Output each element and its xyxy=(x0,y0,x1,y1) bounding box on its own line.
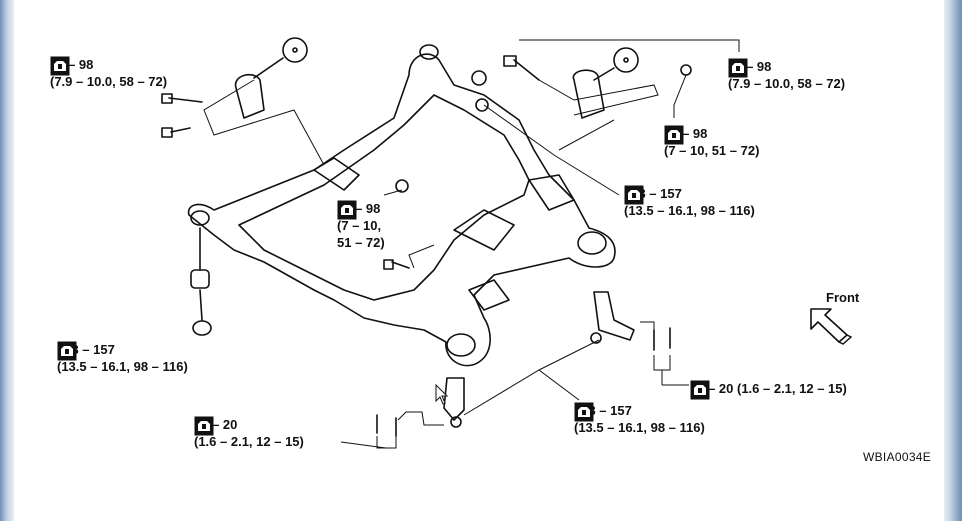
leader-c7 xyxy=(653,355,671,371)
torque-callout-c8: 133 – 157(13.5 – 16.1, 98 – 116) xyxy=(574,402,705,436)
torque-wrench-icon xyxy=(50,56,70,76)
callout-c4-detail: (13.5 – 16.1, 98 – 116) xyxy=(624,203,755,218)
torque-wrench-icon xyxy=(337,200,357,220)
leader-c9 xyxy=(376,436,397,449)
torque-callout-c6: 133 – 157(13.5 – 16.1, 98 – 116) xyxy=(57,341,188,375)
bushing-upper xyxy=(190,269,210,289)
callout-c6-detail: (13.5 – 16.1, 98 – 116) xyxy=(57,359,188,374)
torque-callout-c2: 78 – 98(7.9 – 10.0, 58 – 72) xyxy=(728,58,845,92)
torque-callout-c5: 69 – 98(7 – 10,51 – 72) xyxy=(337,200,385,251)
torque-wrench-icon xyxy=(728,58,748,78)
callout-c5-detail: (7 – 10, xyxy=(337,218,382,233)
callout-c1-detail: (7.9 – 10.0, 58 – 72) xyxy=(50,74,168,89)
leader-c1 xyxy=(203,79,325,166)
diagram-canvas: 78 – 98(7.9 – 10.0, 58 – 72) 78 – 98(7.9… xyxy=(14,0,944,521)
torque-wrench-icon xyxy=(574,402,594,422)
engine-mount-left xyxy=(234,73,265,119)
torque-callout-c3: 69 – 98(7 – 10, 51 – 72) xyxy=(664,125,759,159)
torque-callout-c4: 133 – 157(13.5 – 16.1, 98 – 116) xyxy=(624,185,755,219)
torque-callout-c1: 78 – 98(7.9 – 10.0, 58 – 72) xyxy=(50,56,167,90)
engine-mount-right xyxy=(572,69,605,119)
bracket-front-right xyxy=(593,291,635,341)
figure-id: WBIA0034E xyxy=(863,450,932,464)
subframe-drawing xyxy=(161,37,740,449)
window-frame-left xyxy=(0,0,14,521)
leader-c2b xyxy=(538,79,659,116)
callout-c7-value: 16 – 20 (1.6 – 2.1, 12 – 15) xyxy=(690,381,847,396)
leader-c5b xyxy=(408,244,435,269)
torque-wrench-icon xyxy=(57,341,77,361)
callout-c3-detail: (7 – 10, 51 – 72) xyxy=(664,143,760,158)
bolt-upper-left xyxy=(168,97,203,103)
torque-wrench-icon xyxy=(624,185,644,205)
torque-wrench-icon xyxy=(194,416,214,436)
callout-c9-detail: (1.6 – 2.1, 12 – 15) xyxy=(194,434,304,449)
leader-c4 xyxy=(483,104,620,196)
mount-front-right xyxy=(577,231,607,255)
torque-wrench-icon xyxy=(664,125,684,145)
leader-c2 xyxy=(519,39,740,52)
mount-rear-left xyxy=(419,44,439,60)
torque-callout-c7: 16 – 20 (1.6 – 2.1, 12 – 15) xyxy=(690,380,847,400)
mount-left xyxy=(190,210,210,226)
subframe-inner-opening xyxy=(238,94,530,301)
subframe-outline xyxy=(187,53,616,367)
callout-c5-detail-2: 51 – 72) xyxy=(337,235,385,250)
mount-front-left xyxy=(446,333,476,357)
leader-c5 xyxy=(383,189,403,196)
mouse-cursor-icon xyxy=(435,384,449,405)
callout-c2-detail: (7.9 – 10.0, 58 – 72) xyxy=(728,76,846,91)
torque-wrench-icon xyxy=(690,380,710,400)
window-frame-right xyxy=(944,0,962,521)
leader-c4b xyxy=(558,119,615,151)
callout-c8-detail: (13.5 – 16.1, 98 – 116) xyxy=(574,420,705,435)
leader-c3 xyxy=(673,74,687,118)
front-label: Front xyxy=(826,290,860,305)
front-arrow-icon xyxy=(810,308,853,345)
torque-callout-c9: 16 – 20(1.6 – 2.1, 12 – 15) xyxy=(194,416,304,450)
crossmember-detail xyxy=(313,157,360,191)
